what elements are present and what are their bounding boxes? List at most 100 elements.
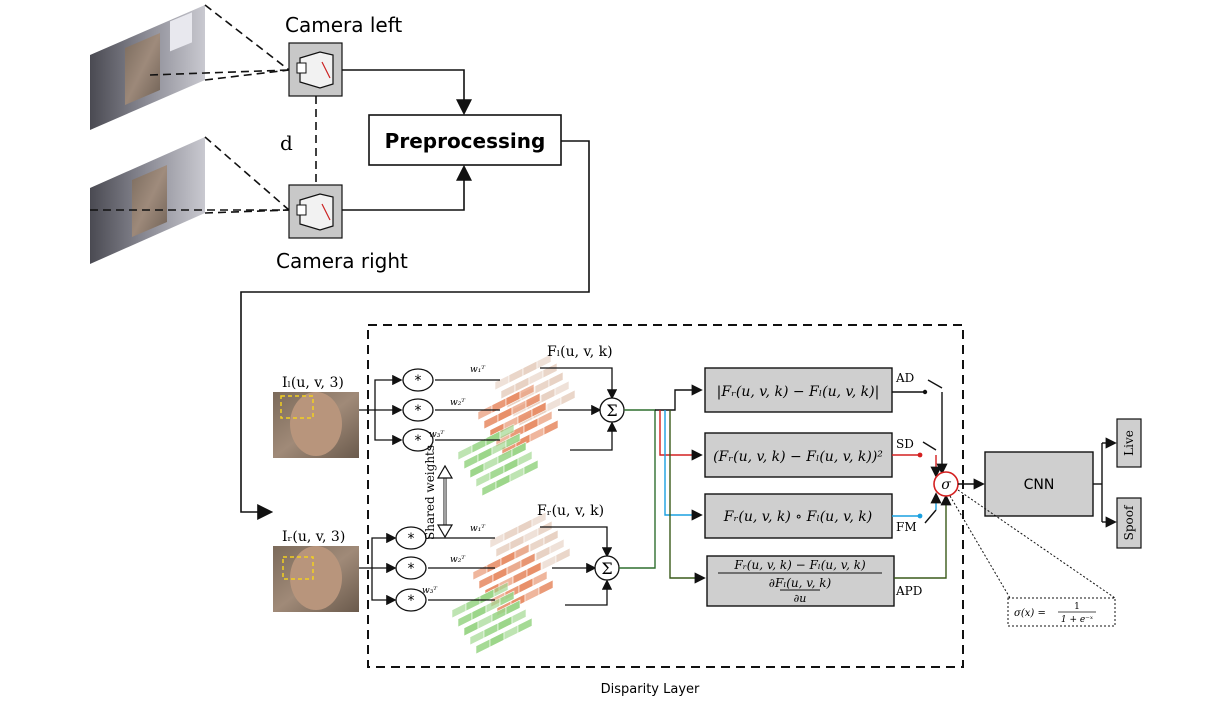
weight-w1-upper: w₁ᵀ	[470, 365, 486, 375]
svg-text:*: *	[415, 373, 422, 389]
ad-tag: AD	[895, 371, 914, 385]
upper-conv-lines	[359, 367, 618, 451]
sum-node-right: Σ	[594, 555, 620, 581]
conv-operator-upper-2: *	[402, 398, 434, 422]
upper-stack-1-tile	[542, 362, 558, 379]
shared-weights-arrow	[436, 464, 454, 539]
sigmoid-denominator: 1 + e⁻ˣ	[1061, 615, 1094, 625]
lower-stack-2-tile	[520, 552, 536, 569]
camera-to-preprocessing-arrows	[342, 69, 472, 211]
sigmoid-numerator: 1	[1074, 602, 1080, 612]
lower-stack-3-tile	[493, 581, 509, 598]
apd-numerator: Fᵣ(u, v, k) − Fₗ(u, v, k)	[733, 558, 866, 572]
cnn-label: CNN	[1024, 477, 1055, 493]
preprocessing-output-arrow	[240, 140, 590, 520]
fm-formula-box: Fᵣ(u, v, k) ∘ Fₗ(u, v, k)	[704, 493, 893, 539]
upper-stack-3-tile	[511, 441, 527, 458]
svg-text:*: *	[408, 593, 415, 609]
baseline-distance-label: d	[280, 131, 293, 155]
lower-stack-1-tile	[531, 511, 547, 528]
feature-routing	[619, 384, 706, 584]
apd-denominator: ∂Fₗ(u, v, k)	[769, 576, 832, 590]
svg-text:*: *	[415, 403, 422, 419]
lower-stack-3-tile	[505, 599, 521, 616]
upper-stack-3-tile	[517, 450, 533, 467]
fm-formula: Fᵣ(u, v, k) ∘ Fₗ(u, v, k)	[723, 509, 872, 525]
camera-projection-lines	[90, 4, 317, 214]
camera-right-label: Camera right	[276, 249, 408, 273]
lower-stack-3-tile	[499, 590, 515, 607]
upper-stack-2-tile	[537, 410, 553, 427]
apd-tag: APD	[895, 584, 922, 598]
left-scene-photo	[90, 5, 205, 130]
svg-text:*: *	[408, 561, 415, 577]
lower-stack-1-tile	[543, 529, 559, 546]
lower-stack-2-tile	[538, 579, 554, 596]
weight-w3-lower: w₃ᵀ	[422, 586, 438, 596]
disparity-layer-box	[367, 324, 964, 668]
conv-operator-upper-1: *	[402, 368, 434, 392]
output-switch-lines	[892, 379, 952, 579]
live-output-box: Live	[1116, 418, 1142, 468]
upper-stack-2-tile	[519, 383, 535, 400]
lower-conv-lines	[359, 526, 613, 606]
upper-stack-1-tile	[548, 371, 564, 388]
weight-w2-upper: w₂ᵀ	[450, 398, 466, 408]
lower-stack-2-tile	[532, 570, 548, 587]
upper-stack-3-tile	[523, 459, 539, 476]
weight-w1-lower: w₁ᵀ	[470, 524, 486, 534]
conv-operator-lower-1: *	[395, 526, 427, 550]
cnn-box: CNN	[984, 451, 1094, 517]
live-label: Live	[1122, 430, 1136, 456]
left-face-crop	[273, 392, 359, 458]
lower-stack-1-tile	[555, 547, 571, 564]
lower-stack-1-tile	[549, 538, 565, 555]
upper-stack-3-tile	[505, 432, 521, 449]
upper-stack-2-tile	[543, 419, 559, 436]
svg-text:Σ: Σ	[606, 401, 617, 420]
weight-w2-lower: w₂ᵀ	[450, 555, 466, 565]
cnn-output-lines	[1093, 437, 1117, 528]
sum-node-left: Σ	[599, 397, 625, 423]
preprocessing-label: Preprocessing	[385, 129, 546, 153]
apd-denominator-2: ∂u	[794, 592, 807, 605]
right-image-label: Iᵣ(u, v, 3)	[282, 529, 345, 545]
feature-map-stacks	[451, 353, 576, 655]
left-image-label: Iₗ(u, v, 3)	[282, 375, 344, 391]
right-face-crop	[273, 546, 359, 612]
shared-weights-label: Shared weights	[423, 445, 437, 540]
sigmoid-definition-box: σ(x) = 1 1 + e⁻ˣ	[1007, 597, 1116, 627]
lower-stack-1-tile	[537, 520, 553, 537]
weight-w3-upper: w₃ᵀ	[429, 430, 445, 440]
lower-stack-3-tile	[511, 608, 527, 625]
camera-left-label: Camera left	[285, 13, 402, 37]
svg-text:Σ: Σ	[601, 559, 612, 578]
sd-tag: SD	[896, 437, 914, 451]
conv-operator-lower-3: *	[395, 588, 427, 612]
upper-stack-1-tile	[554, 380, 570, 397]
svg-text:*: *	[415, 433, 422, 449]
sd-formula-box: (Fᵣ(u, v, k) − Fₗ(u, v, k))²	[704, 432, 893, 478]
ad-formula-box: |Fᵣ(u, v, k) − Fₗ(u, v, k)|	[704, 367, 893, 413]
disparity-layer-caption: Disparity Layer	[601, 682, 700, 697]
spoof-output-box: Spoof	[1116, 497, 1142, 549]
sigmoid-node: σ	[933, 471, 959, 497]
conv-operator-upper-3: *	[402, 428, 434, 452]
upper-stack-1-tile	[560, 389, 576, 406]
upper-stack-2-tile	[531, 401, 547, 418]
conv-operator-lower-2: *	[395, 556, 427, 580]
preprocessing-box: Preprocessing	[368, 114, 562, 166]
fm-tag: FM	[896, 520, 917, 534]
upper-stack-2-tile	[525, 392, 541, 409]
ad-formula: |Fᵣ(u, v, k) − Fₗ(u, v, k)|	[717, 384, 880, 400]
left-feature-label: Fₗ(u, v, k)	[547, 344, 613, 360]
right-feature-label: Fᵣ(u, v, k)	[537, 503, 604, 519]
lower-stack-2-tile	[526, 561, 542, 578]
camera-right-icon	[288, 184, 343, 239]
lower-stack-3-tile	[517, 617, 533, 634]
upper-stack-3-tile	[499, 423, 515, 440]
lower-stack-2-tile	[514, 543, 530, 560]
sd-formula: (Fᵣ(u, v, k) − Fₗ(u, v, k))²	[713, 449, 883, 465]
